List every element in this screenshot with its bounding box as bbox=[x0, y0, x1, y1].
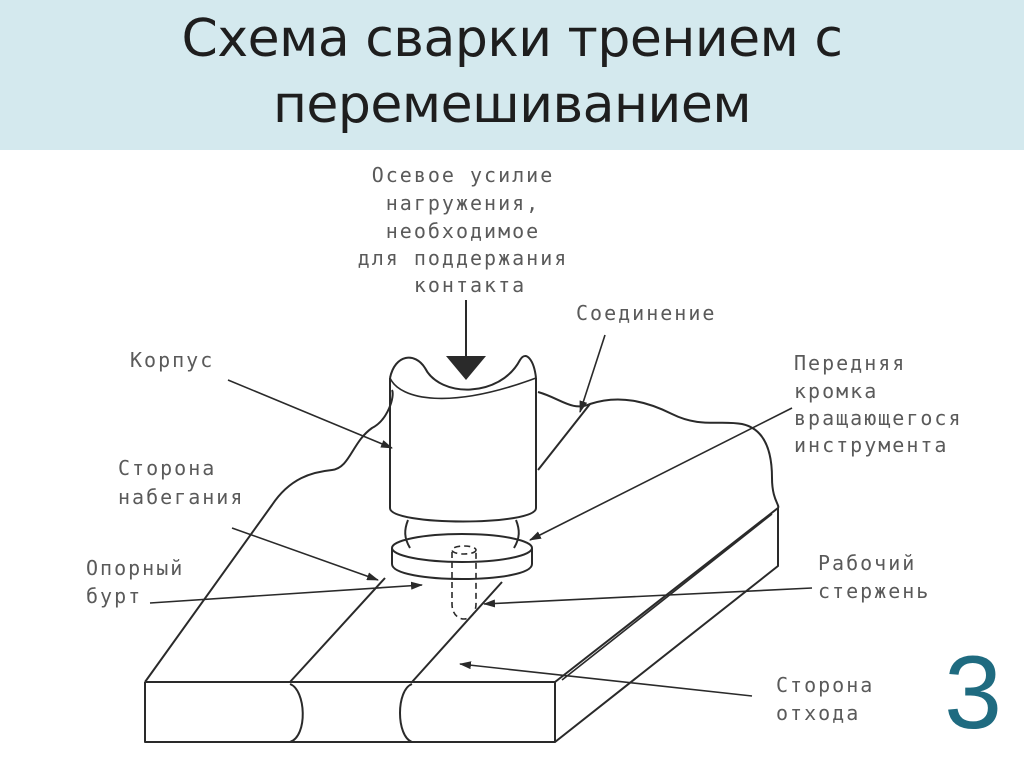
body-top-rim bbox=[389, 377, 537, 400]
slide-title: Схема сварки трением с перемешиванием bbox=[0, 6, 1024, 138]
seam-end-left bbox=[289, 683, 304, 743]
leader-joint bbox=[579, 334, 606, 413]
axial-force-arrow bbox=[446, 300, 486, 380]
plate-left-break-edge bbox=[144, 389, 394, 683]
rotating-tool bbox=[389, 355, 537, 620]
slide-title-line-1: Схема сварки трением с bbox=[181, 9, 843, 69]
label-shoulder: Опорный бурт bbox=[86, 556, 198, 608]
shoulder-side bbox=[391, 548, 533, 580]
slide-title-line-2: перемешиванием bbox=[272, 75, 752, 135]
weld-seam bbox=[289, 577, 503, 743]
leader-lines bbox=[149, 334, 813, 697]
leader-shoulder bbox=[149, 581, 423, 604]
seam-end-right bbox=[399, 683, 413, 743]
label-retreating-side: Сторона отхода bbox=[776, 673, 888, 725]
leader-advancing-side bbox=[231, 527, 379, 581]
label-leading-edge: Передняя кромка вращающегося инструмента bbox=[794, 351, 977, 457]
leader-retreating-side bbox=[459, 661, 753, 697]
body-top-concave bbox=[389, 355, 537, 391]
neck-right bbox=[513, 519, 520, 549]
pin-outline bbox=[451, 552, 477, 620]
shoulder-top bbox=[391, 533, 533, 563]
plate-inner-edge bbox=[561, 513, 773, 681]
plate-right-break-edge bbox=[537, 391, 780, 509]
label-axial-force: Осевое усилие нагружения, необходимое дл… bbox=[358, 163, 583, 297]
seam-left-line bbox=[289, 577, 386, 683]
plate-right-face bbox=[554, 508, 779, 743]
label-advancing-side: Сторона набегания bbox=[118, 456, 244, 509]
slide-number: 3 bbox=[944, 635, 1002, 751]
force-arrow-head bbox=[446, 356, 486, 380]
label-pin: Рабочий стержень bbox=[818, 551, 930, 603]
body-cylinder bbox=[389, 378, 537, 523]
neck-left bbox=[404, 519, 411, 549]
title-banner: Схема сварки трением с перемешиванием bbox=[0, 0, 1024, 150]
seam-right-line bbox=[411, 581, 503, 683]
leader-leading-edge bbox=[529, 407, 793, 541]
plate-front-face bbox=[144, 682, 556, 743]
label-body: Корпус bbox=[130, 348, 214, 372]
label-joint: Соединение bbox=[576, 301, 716, 325]
pin-top bbox=[451, 545, 477, 555]
leader-body bbox=[227, 379, 393, 449]
leader-pin bbox=[483, 587, 813, 608]
joint-line bbox=[537, 403, 591, 471]
